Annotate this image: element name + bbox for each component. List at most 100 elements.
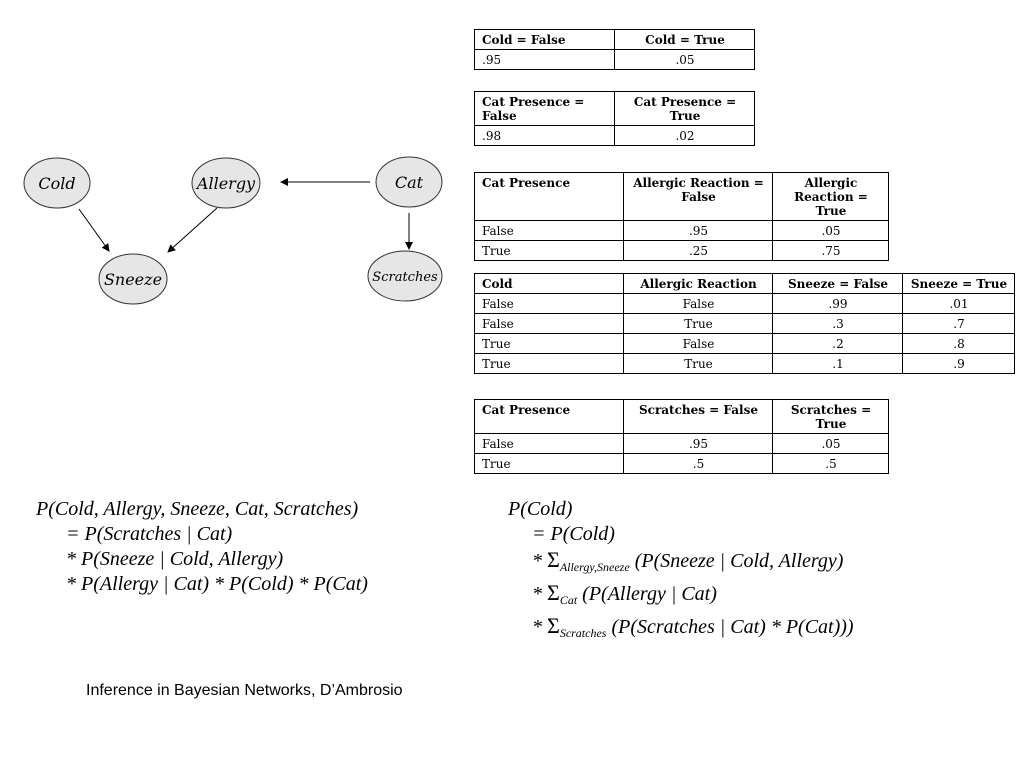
table-cell: True — [474, 353, 624, 374]
table-cell: True — [474, 333, 624, 354]
table-header-cell: Cold = True — [614, 29, 755, 50]
formula-line: = P(Scratches | Cat) — [66, 523, 233, 545]
table-cell: .95 — [623, 433, 773, 454]
formula-line: = P(Cold) — [532, 523, 615, 545]
table-header-cell: Cat Presence = False — [474, 91, 615, 126]
table-cell: .25 — [623, 240, 773, 261]
formula-term: (P(Scratches | Cat) * P(Cat))) — [611, 616, 854, 638]
edge-allergy-sneeze — [167, 207, 218, 253]
table-cell: .2 — [772, 333, 903, 354]
sigma-symbol: Σ — [547, 580, 560, 605]
table-cell: .95 — [623, 220, 773, 241]
table-row: True .25 .75 — [474, 240, 889, 261]
sigma-subscript: Cat — [559, 593, 578, 607]
table-cell: True — [623, 313, 773, 334]
caption-text: Inference in Bayesian Networks, D’Ambros… — [86, 682, 403, 699]
table-cell: False — [474, 433, 624, 454]
joint-distribution-formula: P(Cold, Allergy, Sneeze, Cat, Scratches)… — [36, 497, 368, 597]
table-cell: .3 — [772, 313, 903, 334]
table-header-cell: Cat Presence — [474, 399, 624, 434]
formula-line: * ΣScratches (P(Scratches | Cat) * P(Cat… — [508, 613, 854, 646]
table-cell: .05 — [772, 220, 889, 241]
formula-term: (P(Sneeze | Cold, Allergy) — [634, 550, 844, 572]
table-cell: .05 — [614, 49, 755, 70]
table-cell: .7 — [902, 313, 1015, 334]
node-sneeze-label: Sneeze — [104, 270, 162, 289]
formula-term: (P(Allergy | Cat) — [582, 583, 717, 605]
table-header-row: Cold = False Cold = True — [474, 29, 755, 50]
sigma-subscript: Scratches — [559, 626, 607, 640]
table-cell: .8 — [902, 333, 1015, 354]
cpt-sneeze: Cold Allergic Reaction Sneeze = False Sn… — [474, 273, 1015, 374]
table-row: False .95 .05 — [474, 433, 889, 454]
node-scratches-label: Scratches — [372, 270, 438, 285]
table-cell: .5 — [623, 453, 773, 474]
sigma-subscript: Allergy,Sneeze — [559, 560, 630, 574]
table-row: True False .2 .8 — [474, 333, 1015, 354]
formula-line: P(Cold) — [508, 498, 573, 520]
multiply-sign: * — [532, 550, 542, 572]
table-header-cell: Allergic Reaction — [623, 273, 773, 294]
table-header-row: Cold Allergic Reaction Sneeze = False Sn… — [474, 273, 1015, 294]
table-cell: .99 — [772, 293, 903, 314]
node-scratches: Scratches — [367, 250, 443, 302]
table-row: .95 .05 — [474, 49, 755, 70]
formula-line: * ΣCat (P(Allergy | Cat) — [508, 580, 854, 613]
table-row: False False .99 .01 — [474, 293, 1015, 314]
sigma-symbol: Σ — [547, 613, 560, 638]
table-header-cell: Scratches = True — [772, 399, 889, 434]
formula-line: * P(Sneeze | Cold, Allergy) — [66, 548, 284, 570]
table-header-cell: Cold — [474, 273, 624, 294]
table-cell: False — [623, 333, 773, 354]
table-header-cell: Sneeze = False — [772, 273, 903, 294]
table-cell: .1 — [772, 353, 903, 374]
table-cell: .98 — [474, 125, 615, 146]
cpt-cold: Cold = False Cold = True .95 .05 — [474, 29, 755, 70]
node-cat: Cat — [375, 156, 443, 208]
node-cat-label: Cat — [395, 173, 424, 192]
table-row: False True .3 .7 — [474, 313, 1015, 334]
edge-cold-sneeze — [78, 208, 110, 252]
table-header-cell: Scratches = False — [623, 399, 773, 434]
sigma-symbol: Σ — [547, 547, 560, 572]
table-row: .98 .02 — [474, 125, 755, 146]
table-cell: False — [474, 313, 624, 334]
table-cell: .9 — [902, 353, 1015, 374]
node-sneeze: Sneeze — [98, 253, 168, 305]
marginal-cold-formula: P(Cold) = P(Cold) * ΣAllergy,Sneeze (P(S… — [508, 497, 854, 646]
node-cold-label: Cold — [38, 174, 75, 193]
table-cell: True — [474, 453, 624, 474]
formula-line: * P(Allergy | Cat) * P(Cold) * P(Cat) — [66, 573, 368, 595]
table-cell: True — [623, 353, 773, 374]
table-header-row: Cat Presence Allergic Reaction = False A… — [474, 172, 889, 221]
table-header-cell: Cold = False — [474, 29, 615, 50]
table-row: True True .1 .9 — [474, 353, 1015, 374]
cpt-scratches: Cat Presence Scratches = False Scratches… — [474, 399, 889, 474]
table-cell: .02 — [614, 125, 755, 146]
table-cell: False — [474, 220, 624, 241]
formula-line: P(Cold, Allergy, Sneeze, Cat, Scratches) — [36, 498, 359, 520]
table-cell: False — [623, 293, 773, 314]
cpt-cat-presence: Cat Presence = False Cat Presence = True… — [474, 91, 755, 146]
table-header-cell: Sneeze = True — [902, 273, 1015, 294]
table-header-row: Cat Presence Scratches = False Scratches… — [474, 399, 889, 434]
node-cold: Cold — [23, 157, 91, 209]
node-allergy: Allergy — [191, 157, 261, 209]
table-cell: False — [474, 293, 624, 314]
bayes-network-diagram: Cold Allergy Cat Sneeze Scratches — [23, 156, 443, 305]
formula-line: * ΣAllergy,Sneeze (P(Sneeze | Cold, Alle… — [508, 547, 854, 580]
table-cell: .95 — [474, 49, 615, 70]
table-cell: True — [474, 240, 624, 261]
table-header-cell: Cat Presence — [474, 172, 624, 221]
cpt-allergic-reaction: Cat Presence Allergic Reaction = False A… — [474, 172, 889, 261]
table-cell: .05 — [772, 433, 889, 454]
table-header-row: Cat Presence = False Cat Presence = True — [474, 91, 755, 126]
table-header-cell: Cat Presence = True — [614, 91, 755, 126]
table-header-cell: Allergic Reaction = True — [772, 172, 889, 221]
multiply-sign: * — [532, 616, 542, 638]
table-row: True .5 .5 — [474, 453, 889, 474]
table-cell: .5 — [772, 453, 889, 474]
node-allergy-label: Allergy — [195, 174, 256, 193]
table-cell: .01 — [902, 293, 1015, 314]
table-header-cell: Allergic Reaction = False — [623, 172, 773, 221]
